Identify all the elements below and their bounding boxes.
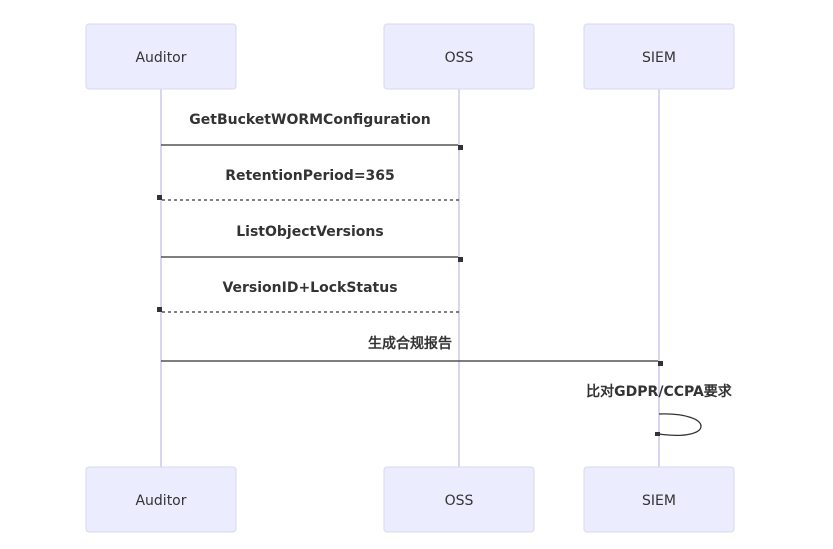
actor-label: Auditor bbox=[135, 50, 186, 66]
self-loop bbox=[658, 413, 702, 436]
message-label: VersionID+LockStatus bbox=[222, 280, 397, 296]
actor-oss-bottom: OSS bbox=[383, 466, 535, 533]
arrow-head bbox=[655, 432, 660, 436]
actor-auditor-bottom: Auditor bbox=[85, 466, 237, 533]
message-1: GetBucketWORMConfiguration bbox=[161, 112, 463, 150]
message-label: 比对GDPR/CCPA要求 bbox=[586, 383, 733, 400]
arrow-head bbox=[458, 145, 463, 150]
actor-label: SIEM bbox=[642, 493, 676, 509]
actor-siem-top: SIEM bbox=[583, 23, 735, 90]
message-2: RetentionPeriod=365 bbox=[157, 168, 459, 201]
arrow-head bbox=[658, 361, 663, 366]
actor-label: Auditor bbox=[135, 493, 186, 509]
message-4: VersionID+LockStatus bbox=[157, 280, 459, 313]
actor-siem-bottom: SIEM bbox=[583, 466, 735, 533]
actor-auditor-top: Auditor bbox=[85, 23, 237, 90]
arrow-head bbox=[157, 195, 162, 200]
message-3: ListObjectVersions bbox=[161, 224, 463, 262]
message-label: 生成合规报告 bbox=[368, 335, 452, 352]
actor-oss-top: OSS bbox=[383, 23, 535, 90]
message-6-self: 比对GDPR/CCPA要求 bbox=[586, 383, 733, 436]
actor-label: SIEM bbox=[642, 50, 676, 66]
actor-label: OSS bbox=[445, 50, 474, 66]
message-label: RetentionPeriod=365 bbox=[225, 168, 395, 184]
message-label: ListObjectVersions bbox=[236, 224, 383, 240]
arrow-head bbox=[157, 307, 162, 312]
actor-label: OSS bbox=[445, 493, 474, 509]
arrow-head bbox=[458, 257, 463, 262]
message-label: GetBucketWORMConfiguration bbox=[189, 112, 430, 128]
message-5: 生成合规报告 bbox=[161, 335, 663, 366]
